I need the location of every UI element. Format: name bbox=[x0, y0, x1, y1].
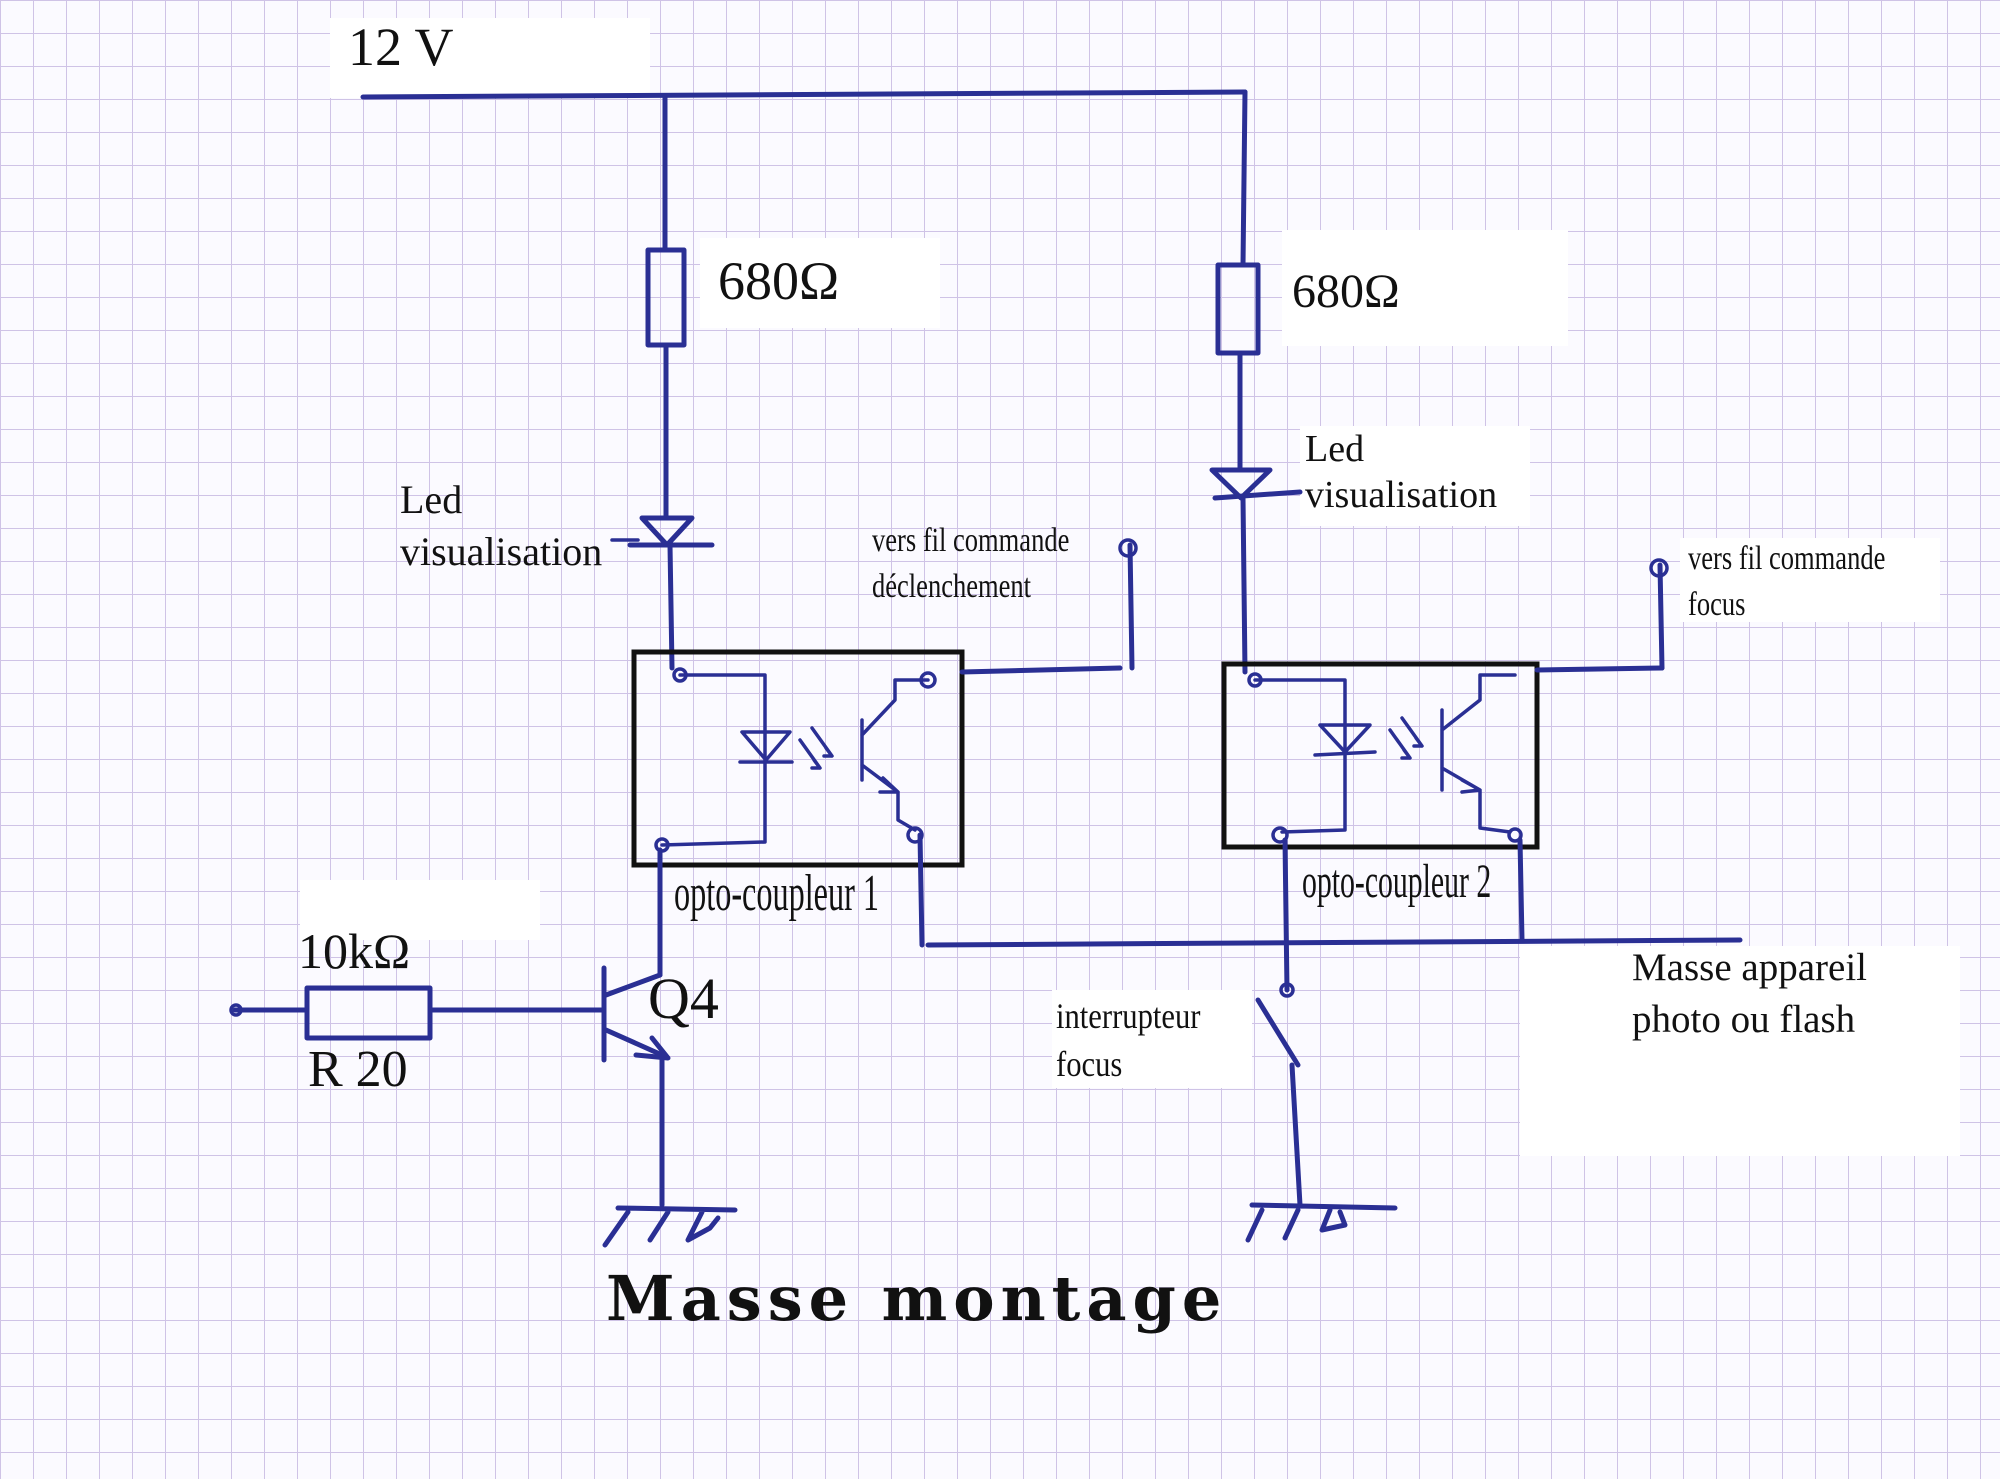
optocoupler-2-label: opto-coupleur 2 bbox=[1302, 855, 1492, 908]
optocoupler-1-label: opto-coupleur 1 bbox=[674, 865, 880, 922]
q4-label: Q4 bbox=[648, 966, 719, 1031]
trigger-terminal bbox=[1118, 538, 1138, 558]
focus-terminal bbox=[1649, 558, 1669, 578]
focus-lead-label-line2: focus bbox=[1688, 586, 1746, 623]
supply-voltage-label: 12 V bbox=[348, 17, 454, 77]
led2-bar bbox=[1212, 489, 1303, 501]
led2-label-line1: Led bbox=[1305, 428, 1365, 470]
circuit-ground-title: Masse montage bbox=[606, 1262, 1228, 1335]
patch-cam-ground bbox=[1520, 946, 1960, 1156]
led2-to-opto2-wire bbox=[1240, 495, 1248, 675]
opto1-led-wiring bbox=[660, 673, 767, 847]
resistor-r1 bbox=[645, 247, 687, 348]
q4-emitter-arrow bbox=[633, 1035, 671, 1061]
ground-symbol-left bbox=[602, 1205, 738, 1248]
led1-to-opto1-wire bbox=[667, 542, 675, 671]
opto2-collector-wire bbox=[1534, 665, 1665, 673]
camera-ground-label-line2: photo ou flash bbox=[1632, 998, 1856, 1041]
r1-value-label: 680Ω bbox=[718, 251, 840, 311]
r2-value-label: 680Ω bbox=[1292, 265, 1400, 318]
resistor-r2 bbox=[1215, 262, 1261, 356]
opto1-inner-led bbox=[738, 730, 794, 764]
patch-focus-wire bbox=[1680, 538, 1940, 622]
q4-collector bbox=[603, 972, 663, 998]
led1-diode bbox=[639, 515, 695, 548]
opto1-pin-collector bbox=[919, 671, 937, 689]
patch-supply bbox=[330, 18, 650, 98]
switch-to-ground-wire bbox=[1289, 1062, 1303, 1208]
led2-label-line2: visualisation bbox=[1305, 474, 1498, 516]
supply-rail bbox=[360, 89, 1248, 100]
opto2-led-wiring bbox=[1253, 678, 1347, 834]
opto2-phototransistor bbox=[1440, 673, 1517, 834]
led1-label-line2: visualisation bbox=[400, 529, 603, 574]
opto2-pin-cathode bbox=[1271, 826, 1289, 844]
ground-symbol-right bbox=[1245, 1202, 1398, 1243]
patch-r1 bbox=[700, 238, 940, 328]
camera-ground-line bbox=[925, 937, 1743, 948]
right-branch-top-wire bbox=[1240, 89, 1248, 268]
opto2-light-arrows bbox=[1388, 716, 1424, 760]
patch-r20 bbox=[300, 880, 540, 940]
resistor-r20 bbox=[304, 985, 433, 1041]
patch-switch bbox=[1052, 990, 1252, 1088]
patch-r2 bbox=[1282, 230, 1568, 346]
led2-diode bbox=[1209, 467, 1273, 501]
focus-lead-label-line1: vers fil commande bbox=[1688, 540, 1886, 577]
r20-name-label: R 20 bbox=[308, 1041, 408, 1098]
opto1-collector-wire bbox=[959, 665, 1123, 675]
r20-input-terminal bbox=[229, 1003, 243, 1017]
switch-blade bbox=[1255, 997, 1301, 1068]
r20-value-label: 10kΩ bbox=[298, 923, 411, 979]
patch-led2 bbox=[1300, 426, 1530, 526]
q4-emitter bbox=[603, 1027, 665, 1058]
switch-top-contact bbox=[1279, 982, 1295, 998]
opto2-inner-led bbox=[1313, 723, 1377, 757]
opto1-emitter-wire bbox=[917, 832, 925, 948]
opto2-emitter-wire bbox=[1517, 837, 1525, 943]
optocoupler-2-box bbox=[1221, 661, 1540, 850]
optocoupler-1-box bbox=[631, 649, 965, 868]
opto1-phototransistor bbox=[860, 678, 930, 832]
opto1-light-arrows bbox=[798, 726, 834, 770]
opto2-pin-emitter bbox=[1507, 827, 1523, 843]
trigger-lead-label-line2: déclenchement bbox=[872, 568, 1032, 605]
focus-lead bbox=[1657, 562, 1665, 671]
trigger-lead bbox=[1127, 542, 1135, 671]
trigger-lead-label-line1: vers fil commande bbox=[872, 522, 1070, 559]
focus-switch-label-line2: focus bbox=[1056, 1044, 1123, 1084]
opto2-cathode-wire bbox=[1282, 837, 1290, 993]
focus-switch-label-line1: interrupteur bbox=[1056, 996, 1201, 1036]
led1-label-line1: Led bbox=[400, 477, 463, 522]
camera-ground-label-line1: Masse appareil bbox=[1632, 946, 1867, 989]
